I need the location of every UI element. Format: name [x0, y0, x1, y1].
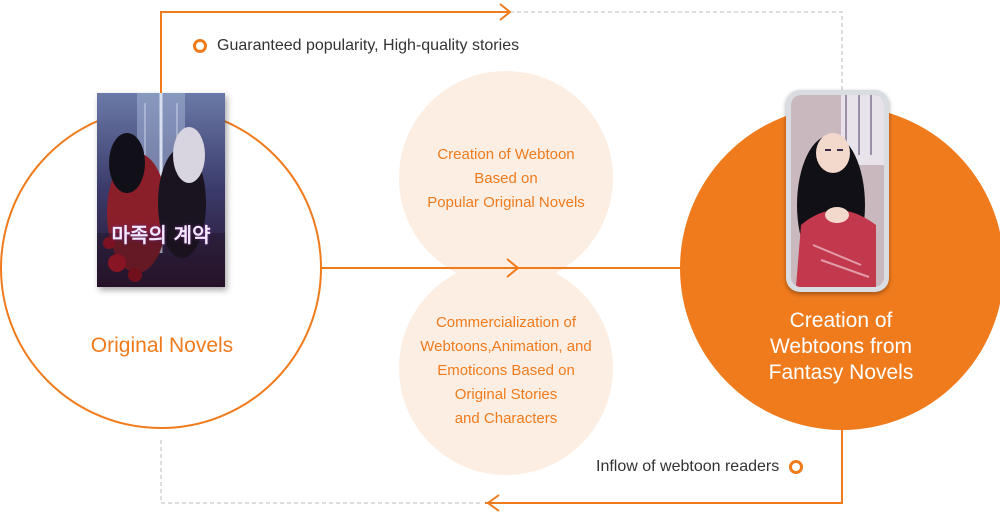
middle-bottom-text: Commercialization of Webtoons,Animation,… — [400, 311, 612, 431]
bottom-note-text: Inflow of webtoon readers — [596, 458, 780, 475]
creation-label-line: Webtoons from — [769, 335, 912, 358]
cover-title: 마족의 계약 — [111, 223, 211, 247]
middle-top-circle — [399, 71, 613, 285]
middle-top-text: Creation of Webtoon Based on Popular Ori… — [400, 143, 612, 215]
middle-bottom-line: Emoticons Based on — [437, 362, 575, 379]
book-cover-illustration: 마족의 계약 — [97, 93, 225, 287]
creation-label-line: Creation of — [789, 309, 893, 332]
middle-top-line: Popular Original Novels — [427, 194, 585, 211]
middle-bottom-line: and Characters — [454, 410, 558, 427]
creation-label: Creation of Webtoons from Fantasy Novels — [726, 308, 956, 386]
middle-bottom-line: Original Stories — [454, 386, 558, 403]
top-note: Guaranteed popularity, High-quality stor… — [193, 37, 519, 55]
bottom-note: Inflow of webtoon readers — [596, 458, 804, 476]
original-novels-label: Original Novels — [90, 334, 234, 357]
middle-arrow-icon — [506, 258, 520, 278]
bullet-ring-icon — [789, 460, 804, 474]
top-flow-line — [160, 11, 508, 93]
phone-screen — [791, 95, 884, 287]
dashed-loop-line — [160, 11, 843, 504]
middle-top-line: Creation of Webtoon — [437, 146, 575, 163]
middle-bottom-circle — [399, 261, 613, 475]
top-arrow-icon — [499, 3, 512, 21]
bottom-flow-line — [485, 430, 843, 504]
top-note-text: Guaranteed popularity, High-quality stor… — [217, 37, 520, 54]
middle-top-line: Based on — [474, 170, 538, 187]
smartphone-webtoon-illustration — [786, 90, 889, 292]
middle-bottom-line: Webtoons,Animation, and — [420, 338, 592, 355]
bullet-ring-icon — [193, 39, 207, 53]
bottom-arrow-icon — [486, 494, 500, 512]
middle-bottom-line: Commercialization of — [435, 314, 577, 331]
creation-label-line: Fantasy Novels — [768, 361, 914, 384]
